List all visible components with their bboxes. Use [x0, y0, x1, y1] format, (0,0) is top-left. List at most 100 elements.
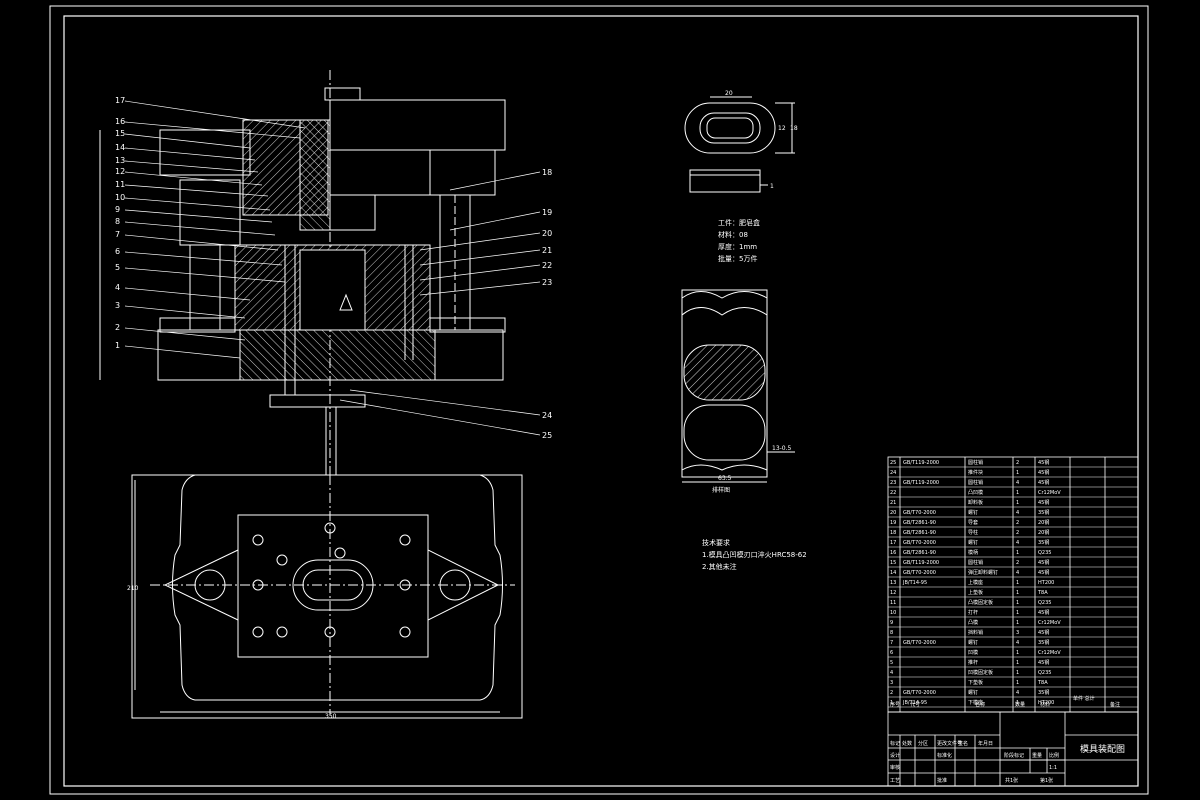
plan-width-dim: 350: [325, 713, 337, 720]
bom-cell-no: 19: [890, 520, 896, 526]
bom-cell-no: 8: [890, 630, 893, 636]
callout-23: 23: [542, 278, 552, 287]
callouts-left: [124, 100, 306, 359]
callouts-right: [339, 171, 541, 436]
title-zone: 分区: [918, 740, 928, 747]
callout-8: 8: [115, 217, 120, 226]
title-block: [887, 711, 1139, 787]
bom-cell-std: GB/T2861-90: [903, 530, 936, 536]
bom-cell-mat: Cr12MoV: [1038, 650, 1061, 656]
bom-cell-qty: 4: [1016, 480, 1019, 486]
plan-view: [131, 474, 523, 719]
inner-frame: [63, 15, 1139, 787]
callout-2: 2: [115, 323, 120, 332]
callout-17: 17: [115, 96, 125, 105]
callout-20: 20: [542, 229, 552, 238]
title-drawing-name: 模具装配图: [1080, 743, 1125, 755]
bom-cell-no: 25: [890, 460, 896, 466]
bom-cell-qty: 4: [1016, 540, 1019, 546]
bom-cell-std: JB/T14-95: [902, 700, 927, 706]
bom-cell-mat: Q235: [1038, 600, 1051, 606]
bom-cell-qty: 1: [1016, 660, 1019, 666]
bom-cell-qty: 2: [1016, 560, 1019, 566]
bom-cell-no: 9: [890, 620, 893, 626]
bom-cell-qty: 1: [1016, 700, 1019, 706]
bom-cell-mat: HT200: [1038, 580, 1054, 586]
tech-req-line2: 2.其他未注: [702, 562, 737, 571]
bom-cell-mat: 45钢: [1038, 559, 1049, 566]
bom-cell-std: GB/T119-2000: [903, 480, 939, 486]
bom-cell-name: 上垫板: [968, 589, 983, 596]
bom-cell-name: 凸模: [968, 619, 978, 626]
title-stage: 阶段标记: [1004, 752, 1024, 759]
bom-cell-no: 13: [890, 580, 896, 586]
bom-cell-name: 凹模: [968, 649, 978, 656]
bom-cell-name: 凸模固定板: [968, 599, 993, 606]
part-dim-right1: 12: [778, 125, 786, 132]
bom-cell-qty: 1: [1016, 550, 1019, 556]
bom-cell-name: 螺钉: [968, 539, 978, 546]
callout-1: 1: [115, 341, 120, 350]
bom-cell-qty: 1: [1016, 470, 1019, 476]
title-process: 工艺: [890, 778, 900, 784]
bom-cell-qty: 4: [1016, 690, 1019, 696]
bom-cell-std: GB/T119-2000: [903, 560, 939, 566]
title-count: 处数: [902, 740, 912, 747]
bom-cell-name: 凹模固定板: [968, 669, 993, 676]
bom-cell-mat: Q235: [1038, 670, 1051, 676]
strip-pitch-dim: 13-0.5: [772, 445, 792, 452]
bom-cell-mat: 35钢: [1038, 509, 1049, 516]
assembly-section-view: [99, 70, 506, 475]
bom-cell-no: 7: [890, 640, 893, 646]
callout-13: 13: [115, 156, 125, 165]
bom-cell-name: 卸料板: [968, 499, 983, 506]
title-change-doc: 更改文件号: [937, 740, 962, 747]
bom-table: [887, 456, 1139, 713]
bom-cell-mat: HT200: [1038, 700, 1054, 706]
bom-cell-std: JB/T14-95: [902, 580, 927, 586]
bom-cell-no: 5: [890, 660, 893, 666]
bom-cell-mat: 45钢: [1038, 569, 1049, 576]
part-drawing: [684, 96, 795, 193]
part-dim-side: 1: [770, 183, 774, 190]
callout-16: 16: [115, 117, 125, 126]
callout-24: 24: [542, 411, 552, 420]
bom-cell-no: 12: [890, 590, 896, 596]
bom-cell-mat: 20钢: [1038, 529, 1049, 536]
bom-cell-qty: 1: [1016, 490, 1019, 496]
callout-5: 5: [115, 263, 120, 272]
part-dim-top: 20: [725, 90, 733, 97]
bom-cell-mat: Cr12MoV: [1038, 490, 1061, 496]
bom-cell-no: 1: [890, 700, 893, 706]
bom-cell-qty: 1: [1016, 610, 1019, 616]
callout-19: 19: [542, 208, 552, 217]
bom-cell-name: 模柄: [968, 549, 978, 556]
callout-12: 12: [115, 167, 125, 176]
title-sign: 签名: [958, 740, 968, 747]
tech-req-title: 技术要求: [702, 538, 730, 547]
bom-cell-mat: Cr12MoV: [1038, 620, 1061, 626]
bom-cell-std: GB/T70-2000: [903, 540, 936, 546]
bom-cell-no: 23: [890, 480, 896, 486]
bom-cell-qty: 3: [1016, 630, 1019, 636]
bom-cell-mat: 35钢: [1038, 689, 1049, 696]
tech-req-line1: 1.模具凸凹模刃口淬火HRC58-62: [702, 550, 807, 559]
bom-header-std: 代号: [910, 701, 920, 708]
part-info-batch: 批量：5万件: [718, 254, 757, 263]
bom-cell-std: GB/T119-2000: [903, 460, 939, 466]
bom-cell-name: 螺钉: [968, 689, 978, 696]
callout-22: 22: [542, 261, 552, 270]
bom-cell-name: 导柱: [968, 529, 978, 536]
bom-row-lines: [888, 466, 1138, 708]
bom-cell-mat: 45钢: [1038, 629, 1049, 636]
bom-header-note: 备注: [1110, 701, 1120, 708]
bom-cell-name: 弹压卸料螺钉: [968, 569, 998, 576]
bom-cell-name: 圆柱销: [968, 559, 983, 566]
callout-9: 9: [115, 205, 120, 214]
bom-cell-no: 20: [890, 510, 896, 516]
bom-cell-name: 螺钉: [968, 509, 978, 516]
bom-cell-name: 下垫板: [968, 679, 983, 686]
bom-cell-qty: 4: [1016, 640, 1019, 646]
